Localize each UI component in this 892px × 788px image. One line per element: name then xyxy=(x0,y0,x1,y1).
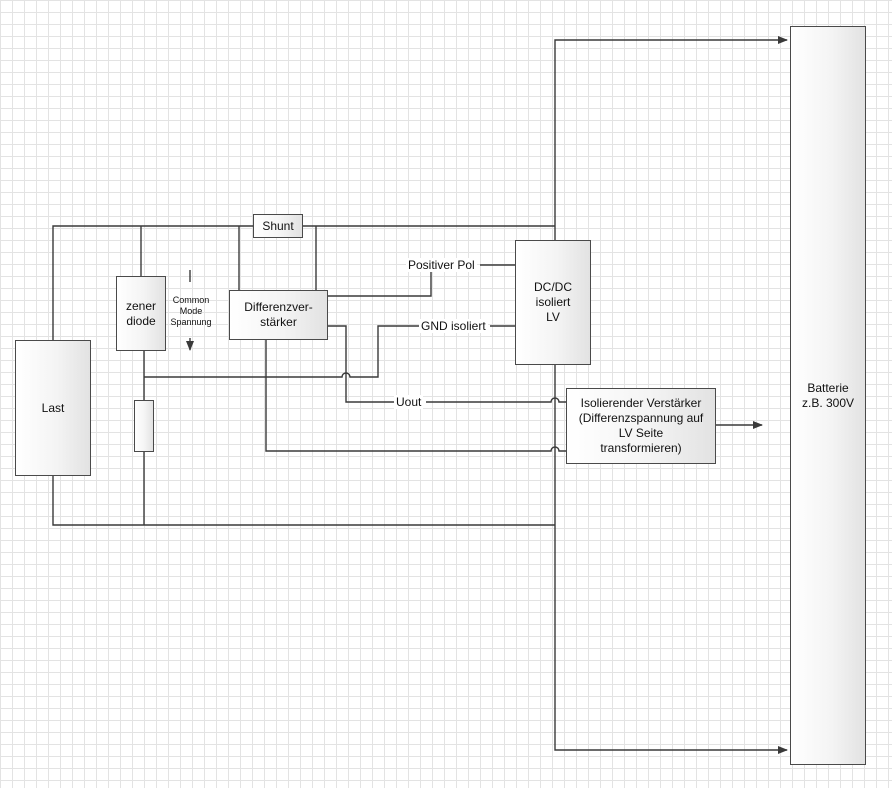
top-bus-wire xyxy=(52,225,555,340)
last-box: Last xyxy=(15,340,91,476)
gnd-isoliert-label: GND isoliert xyxy=(419,319,488,333)
isolierender-verstaerker-box: Isolierender Verstärker (Differenzspannu… xyxy=(566,388,716,464)
dcdc-box: DC/DC isoliert LV xyxy=(515,240,591,365)
batterie-box: Batterie z.B. 300V xyxy=(790,26,866,765)
positiver-pol-label: Positiver Pol xyxy=(406,258,477,272)
bottom-return-wire xyxy=(52,476,555,526)
positive-pole-wire xyxy=(328,272,432,297)
uout-label: Uout xyxy=(394,395,424,409)
diff-out2-wire xyxy=(265,340,566,452)
differenzverstaerker-box: Differenzver- stärker xyxy=(229,290,328,340)
battery-minus-wire xyxy=(554,365,788,754)
resistor-symbol xyxy=(134,400,154,452)
shunt-box: Shunt xyxy=(253,214,303,238)
gnd-isoliert-wire xyxy=(144,325,419,378)
common-mode-label: Common Mode Spannung xyxy=(170,295,212,327)
uout-line xyxy=(426,397,566,403)
zener-diode-box: zener diode xyxy=(116,276,166,351)
battery-plus-wire xyxy=(554,36,788,226)
uout-wire xyxy=(328,325,394,403)
